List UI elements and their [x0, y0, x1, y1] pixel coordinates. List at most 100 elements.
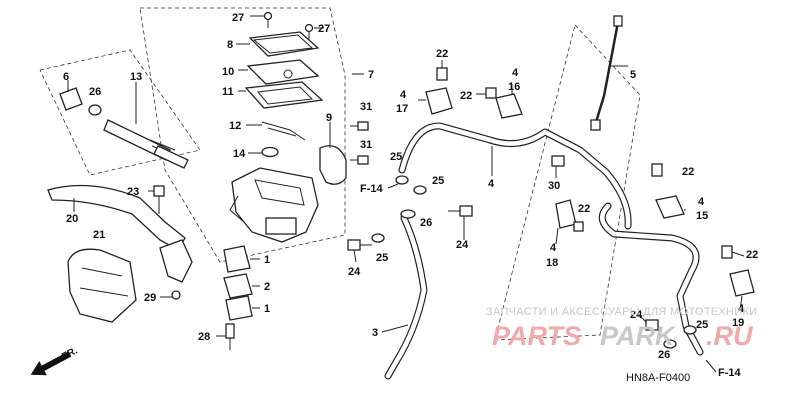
- callout-26-bottom: 26: [658, 349, 670, 361]
- lever-bracket: [159, 239, 193, 283]
- callout-6: 6: [63, 71, 69, 83]
- callout-5: 5: [630, 69, 636, 81]
- bolt-22-e: [721, 245, 733, 259]
- callout-9: 9: [326, 112, 332, 124]
- callout-11: 11: [222, 86, 234, 98]
- bolt-24-c: [645, 319, 659, 331]
- bolt-31-b: [350, 155, 369, 165]
- brake-hose-4-main: [398, 122, 632, 230]
- callout-31-a: 31: [360, 101, 372, 113]
- washer-25-c: [371, 233, 385, 243]
- callout-25-d: 25: [696, 319, 708, 331]
- callout-31-b: 31: [360, 139, 372, 151]
- brake-pipe-5: [590, 15, 623, 131]
- callout-18: 18: [546, 257, 558, 269]
- screw-28: [225, 323, 235, 350]
- callout-27-right: 27: [318, 23, 330, 35]
- front-direction-label: FR.: [60, 345, 80, 362]
- reservoir-cap: [248, 31, 320, 57]
- pivot-bolt-23: [153, 185, 165, 214]
- bolt-24-a: [448, 205, 473, 217]
- callout-16: 16: [508, 81, 520, 93]
- ref-f14-left: F-14: [360, 183, 384, 195]
- callout-26-top: 26: [89, 86, 101, 98]
- brake-hose-4-lower: [598, 202, 704, 356]
- switch-2: [223, 273, 253, 299]
- callout-3: 3: [372, 327, 378, 339]
- screw-29: [171, 290, 181, 300]
- front-direction-arrow-icon: [30, 351, 71, 376]
- callout-1-lower: 1: [264, 303, 270, 315]
- clamp-17: [425, 87, 453, 115]
- bolt-22-d: [651, 163, 663, 177]
- master-cylinder-body: [229, 167, 319, 243]
- callout-13: 13: [130, 71, 142, 83]
- diagram-code: HN8A-F0400: [626, 372, 690, 384]
- watermark-caption: ЗАПЧАСТИ И АКСЕССУАРЫ ДЛЯ МОТОТЕХНИКИ: [486, 306, 757, 318]
- clamp-16: [495, 93, 523, 119]
- callout-26-mid: 26: [420, 217, 432, 229]
- callout-25-b: 25: [432, 175, 444, 187]
- washer-26-c: [663, 339, 677, 349]
- leader-lines: [67, 15, 745, 337]
- callout-4-c: 4: [488, 178, 495, 190]
- master-cylinder-group-box: [139, 7, 346, 263]
- callout-25-a: 25: [390, 151, 402, 163]
- callout-19: 19: [732, 317, 744, 329]
- screw-27-right: [304, 23, 314, 40]
- callout-30: 30: [548, 180, 560, 192]
- callout-24-b: 24: [348, 266, 361, 278]
- watermark-logo-suffix: .RU: [706, 321, 754, 351]
- callout-4-b: 4: [512, 67, 519, 79]
- callout-8: 8: [227, 39, 233, 51]
- callout-22-a: 22: [436, 48, 448, 60]
- bolt-22-a: [436, 67, 448, 81]
- plate-12: [261, 121, 306, 141]
- watermark-logo-left: PARTS: [492, 321, 581, 351]
- callout-22-b: 22: [460, 90, 472, 102]
- brake-hose-3: [384, 214, 428, 380]
- clamp-19: [729, 269, 755, 297]
- callout-24-a: 24: [456, 239, 469, 251]
- callout-24-c: 24: [630, 309, 643, 321]
- diaphragm: [244, 81, 324, 109]
- bolt-31-a: [350, 121, 369, 131]
- holder-9: [319, 145, 347, 185]
- circlip-26: [88, 104, 102, 116]
- ref-f14-right: F-14: [718, 367, 742, 379]
- bolt-24-b: [347, 239, 372, 251]
- callout-23: 23: [127, 186, 139, 198]
- ref-f14-right-arrow: [705, 359, 717, 373]
- banjo-joint-30: [551, 155, 565, 167]
- grommet-14: [261, 146, 279, 158]
- callout-21: 21: [93, 229, 105, 241]
- callout-7: 7: [368, 69, 374, 81]
- washer-25-d: [683, 325, 697, 335]
- cover-21: [67, 248, 137, 323]
- piston-group-box: [39, 49, 201, 176]
- callout-1-upper: 1: [264, 254, 270, 266]
- watermark-logo-right: PARK: [600, 321, 677, 351]
- clamp-15: [655, 195, 685, 219]
- callout-4-d: 4: [550, 242, 557, 254]
- callout-15: 15: [696, 210, 708, 222]
- piston-13: [103, 119, 189, 169]
- cap-plate: [246, 59, 320, 85]
- callout-20: 20: [66, 213, 78, 225]
- bolt-22-c: [573, 221, 584, 232]
- callout-22-e: 22: [746, 249, 758, 261]
- washer-26-b: [400, 209, 416, 219]
- callout-10: 10: [222, 66, 234, 78]
- callout-17: 17: [396, 103, 408, 115]
- callout-28: 28: [198, 331, 210, 343]
- ref-f14-left-arrow: [387, 183, 399, 189]
- callout-14: 14: [233, 148, 246, 160]
- right-side-group-box: [494, 24, 641, 341]
- callout-27-left: 27: [232, 12, 244, 24]
- clamp-18: [555, 199, 577, 229]
- washer-25-a: [395, 175, 409, 185]
- callout-4-a: 4: [400, 89, 407, 101]
- switch-1-upper: [223, 245, 251, 273]
